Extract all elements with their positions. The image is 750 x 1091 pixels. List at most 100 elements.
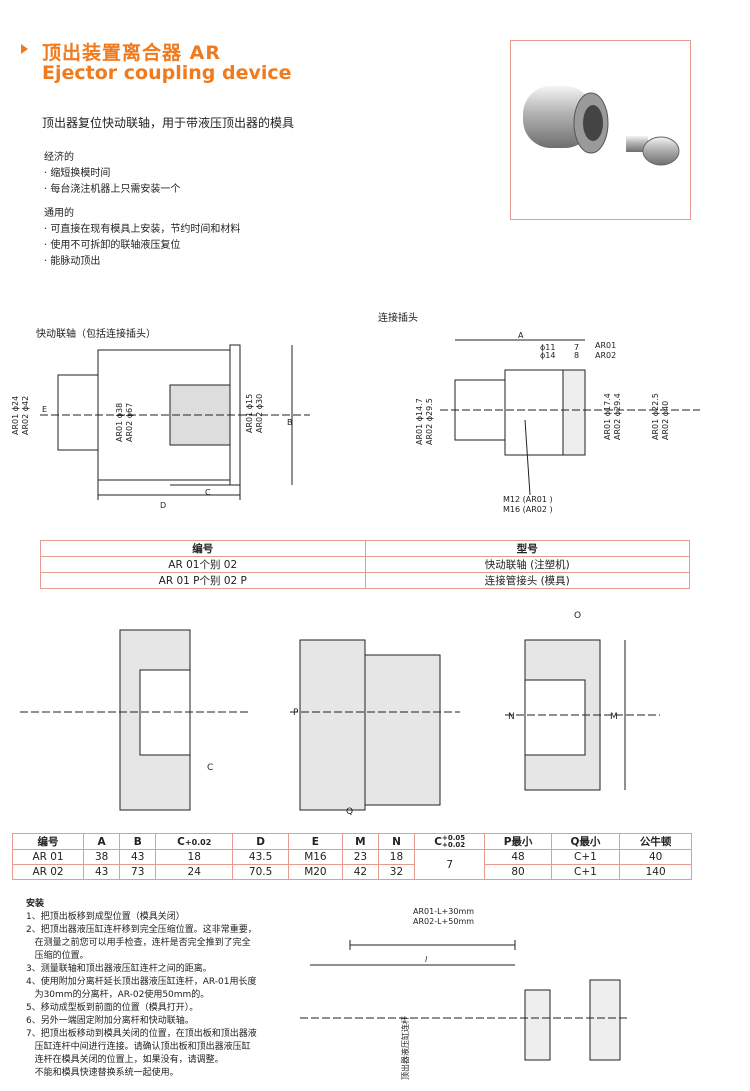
model-table: 编号 型号 AR 01个别 02 快动联轴 (注塑机) AR 01 P个别 02… xyxy=(40,540,690,589)
table-header: N xyxy=(377,833,416,850)
table-cell: C+1 xyxy=(550,849,621,865)
table-header: 编号 xyxy=(40,540,366,557)
install-step: 7、把顶出板移动到模具关闭的位置，在顶出板和顶出器液 xyxy=(26,1029,257,1039)
table-header-c2: C+0.05+0.02 xyxy=(414,833,486,850)
table-cell: 80 xyxy=(484,864,552,880)
table-cell: M16 xyxy=(287,849,343,865)
dim-label: AR01 ϕ38 xyxy=(115,403,124,442)
feature-group-economic: 经济的 · 缩短换模时间 · 每台浇注机器上只需安装一个 xyxy=(44,150,180,198)
install-step: 1、把顶出板移到成型位置（模具关闭） xyxy=(26,912,185,922)
dim-label: N xyxy=(508,712,515,722)
table-row: AR 01 P个别 02 P 连接管接头 (模具) xyxy=(40,572,690,589)
table-header: 型号 xyxy=(364,540,690,557)
table-cell: 7 xyxy=(414,849,486,880)
dim-label: AR01 ϕ24 xyxy=(11,396,20,435)
drawing-right-caption: 连接插头 xyxy=(378,313,418,324)
dim-label: AR01 ϕ14.7 xyxy=(415,398,424,445)
dim-label: ϕ14 xyxy=(540,351,555,360)
dim-label: AR02 xyxy=(595,351,616,360)
table-cell: 18 xyxy=(377,849,416,865)
table-row: AR 01个别 02 快动联轴 (注塑机) xyxy=(40,556,690,573)
install-step: 4、使用附加分离杆延长顶出器液压缸连杆，AR-01用长度 xyxy=(26,977,257,987)
rod-label: AR01-L+30mm xyxy=(413,907,474,916)
table-header-c2-tol-top: +0.05 xyxy=(442,833,466,842)
dim-label: AR02 ϕ29.5 xyxy=(425,398,434,445)
table-header-c: C+0.02 xyxy=(155,833,234,850)
dim-label: E xyxy=(42,405,47,414)
page-title-cn: 顶出装置离合器 AR xyxy=(42,42,221,64)
coupling-photo-illustration xyxy=(523,86,680,166)
spec-table: 编号 A B C+0.02 D E M N C+0.05+0.02 P最小 Q最… xyxy=(11,833,692,880)
feature-group-title: 通用的 xyxy=(44,208,74,219)
table-cell: AR 01 P个别 02 P xyxy=(40,572,366,589)
dim-label: O xyxy=(574,611,581,621)
table-cell: M20 xyxy=(287,864,343,880)
table-header: A xyxy=(83,833,121,850)
dim-label: B xyxy=(287,418,293,427)
install-step: 压缸连杆中间进行连接。请确认顶出板和顶出器液压缸 xyxy=(26,1042,251,1052)
dim-label: M xyxy=(610,712,618,722)
table-cell: 24 xyxy=(155,864,234,880)
install-step: 在测量之前您可以用手检查，连杆是否完全推到了完全 xyxy=(26,938,251,948)
table-header-c2-letter: C xyxy=(434,835,443,848)
table-cell: 48 xyxy=(484,849,552,865)
table-cell: 38 xyxy=(83,849,121,865)
table-cell: 40 xyxy=(619,849,692,865)
table-cell: 23 xyxy=(341,849,379,865)
technical-drawings-middle: C P Q N M O xyxy=(20,611,660,817)
table-header: E xyxy=(287,833,343,850)
feature-item: · 缩短换模时间 xyxy=(44,168,111,179)
table-cell: AR 01个别 02 xyxy=(40,556,366,573)
rod-label: AR02-L+50mm xyxy=(413,917,474,926)
table-header: P最小 xyxy=(484,833,552,850)
dim-label: AR01 ϕ15 xyxy=(245,394,254,433)
table-cell: 140 xyxy=(619,864,692,880)
table-header: M xyxy=(341,833,379,850)
table-row: AR 02 43 73 24 70.5 M20 42 32 80 C+1 140 xyxy=(11,864,692,880)
dim-label: ϕ11 xyxy=(540,343,555,352)
install-step: 5、移动成型板到前面的位置（模具打开）。 xyxy=(26,1003,199,1013)
table-header-c2-tol-bot: +0.02 xyxy=(442,840,466,849)
install-step: 压缩的位置。 xyxy=(26,951,89,961)
feature-group-universal: 通用的 · 可直接在现有模具上安装，节约时间和材料 · 使用不可拆卸的联轴液压复… xyxy=(44,206,240,270)
install-step: 6、另外一端固定附加分离杆和快动联轴。 xyxy=(26,1016,194,1026)
dim-label: A xyxy=(518,331,524,340)
install-steps: 安装 1、把顶出板移到成型位置（模具关闭） 2、把顶出器液压缸连杆移到完全压缩位… xyxy=(26,898,276,1080)
table-header: D xyxy=(232,833,289,850)
feature-item: · 每台浇注机器上只需安装一个 xyxy=(44,184,181,195)
table-cell: 43 xyxy=(119,849,157,865)
table-cell: C+1 xyxy=(550,864,621,880)
dim-label: AR02 ϕ30 xyxy=(255,394,264,433)
dim-label: C xyxy=(205,488,211,497)
table-cell: 42 xyxy=(341,864,379,880)
table-cell: 73 xyxy=(119,864,157,880)
dim-label: AR01 ϕ17.4 xyxy=(603,393,612,440)
dim-label: AR02 ϕ42 xyxy=(21,396,30,435)
feature-item: · 能脉动顶出 xyxy=(44,256,101,267)
table-header: B xyxy=(119,833,157,850)
table-header: 编号 xyxy=(11,833,85,850)
dim-label: M12 (AR01 ) xyxy=(503,495,553,504)
length-label: l xyxy=(425,955,428,964)
table-header: 公牛顿 xyxy=(619,833,692,850)
dim-label: AR02 ϕ40 xyxy=(661,401,670,440)
install-title: 安装 xyxy=(26,899,45,909)
table-cell: AR 01 xyxy=(11,849,85,865)
feature-group-title: 经济的 xyxy=(44,152,74,163)
table-cell: 连接管接头 (模具) xyxy=(364,572,690,589)
install-drawing: AR01-L+30mm AR02-L+50mm l 顶出器液压缸连杆 xyxy=(300,907,630,1080)
table-cell: 18 xyxy=(155,849,234,865)
title-arrow-icon xyxy=(21,44,28,54)
table-cell: 70.5 xyxy=(232,864,289,880)
dim-label: AR01 xyxy=(595,341,616,350)
table-cell: 32 xyxy=(377,864,416,880)
install-step: 为30mm的分离杆，AR-02使用50mm的。 xyxy=(26,990,210,1000)
dim-label: P xyxy=(293,708,299,718)
install-step: 3、测量联轴和顶出器液压缸连杆之间的距离。 xyxy=(26,964,212,974)
table-cell: 43 xyxy=(83,864,121,880)
install-step: 2、把顶出器液压缸连杆移到完全压缩位置。这非常重要， xyxy=(26,925,257,935)
table-cell: 快动联轴 (注塑机) xyxy=(364,556,690,573)
dim-label: 7 xyxy=(574,343,579,352)
table-cell: 43.5 xyxy=(232,849,289,865)
table-header-c-tol: +0.02 xyxy=(184,837,212,847)
